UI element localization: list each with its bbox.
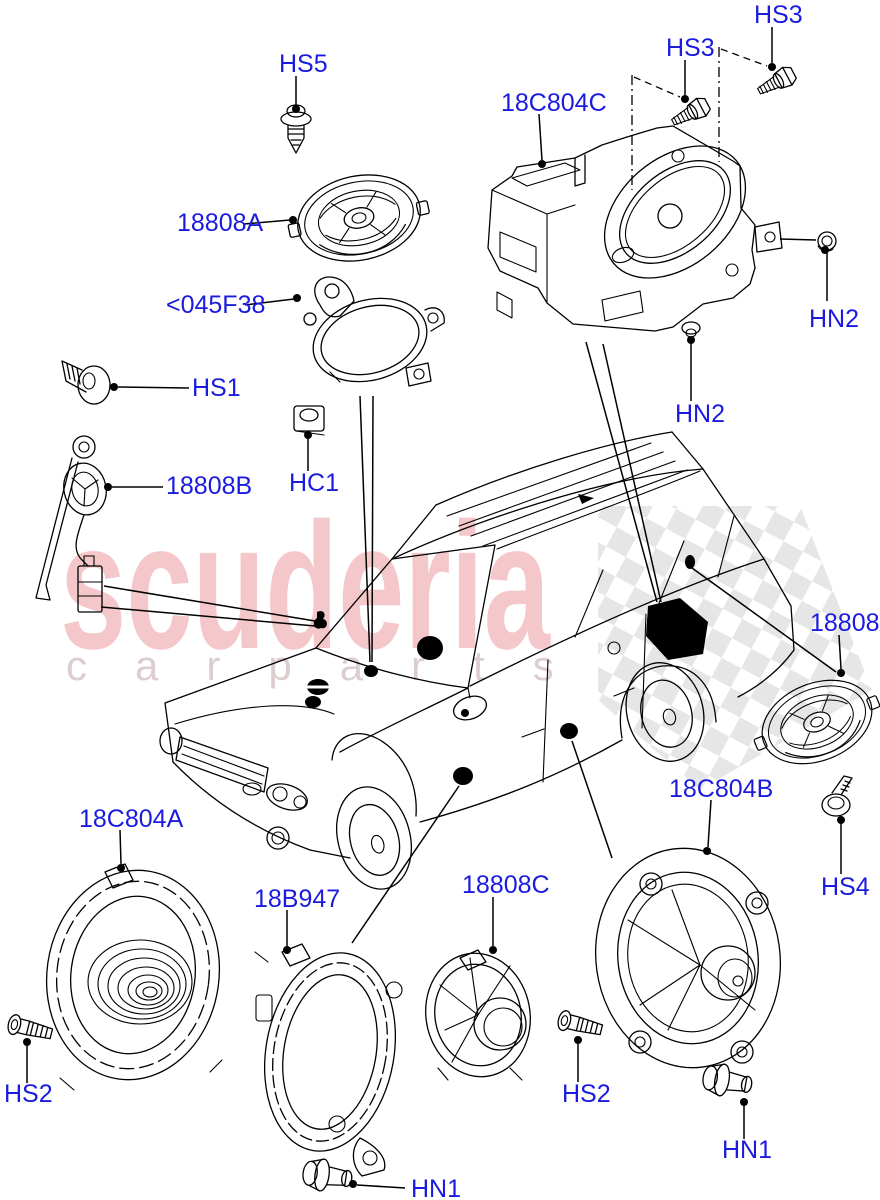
label-18c804a: 18C804A (79, 805, 184, 833)
speaker-location-apillar (313, 611, 327, 629)
part-hs3-bolt-right (753, 63, 799, 101)
part-18b947-ring (263, 943, 403, 1177)
label-hn1-left: HN1 (411, 1175, 461, 1200)
label-18808b: 18808B (166, 472, 252, 500)
leader-lines-long (100, 341, 837, 944)
speaker-location-dash-center (364, 665, 378, 677)
part-hs2-bolt-right (555, 1008, 605, 1041)
part-hs2-bolt-left (5, 1012, 55, 1045)
label-045f38: <045F38 (166, 291, 265, 319)
label-18c804b: 18C804B (669, 775, 773, 803)
part-18808c-speaker (425, 949, 531, 1081)
part-hc1-clip (293, 405, 325, 436)
part-hn2-stud (681, 321, 701, 338)
label-18808a-right: 18808A (810, 609, 880, 637)
part-hn1-pin-right (699, 1060, 755, 1102)
label-18b947: 18B947 (254, 885, 340, 913)
speaker-location-rear-quarter (646, 598, 708, 660)
part-18c804a-speaker (45, 863, 273, 1091)
vehicle-illustration (159, 431, 795, 890)
label-hs2-left: HS2 (4, 1080, 53, 1108)
part-hn1-pin-left (300, 1155, 355, 1196)
speaker-location-mirror (461, 709, 469, 717)
part-045f38-bracket (303, 276, 445, 387)
label-hc1: HC1 (289, 469, 339, 497)
speaker-location-roof (578, 494, 594, 504)
part-hs1-screw (61, 360, 111, 405)
label-hn2-lower: HN2 (675, 400, 725, 428)
watermark-brand-text: scuderia (60, 486, 551, 687)
label-hs3-right: HS3 (754, 1, 803, 29)
part-18c804b-speaker (594, 847, 782, 1069)
speaker-location-dash-right (417, 636, 443, 660)
label-hs3-left: HS3 (666, 34, 715, 62)
part-hs3-bolt-left (667, 94, 713, 132)
part-18c804c-enclosure (487, 125, 783, 332)
label-hn2-right: HN2 (809, 305, 859, 333)
label-hn1-right: HN1 (722, 1136, 772, 1164)
label-hs1: HS1 (192, 374, 241, 402)
label-18c804c: 18C804C (501, 89, 607, 117)
part-hs4-screw (821, 775, 853, 817)
speaker-location-rear-door (560, 723, 578, 739)
label-hs5: HS5 (279, 50, 328, 78)
label-18808c: 18808C (462, 871, 550, 899)
watermark-subtitle-text: carparts (66, 642, 602, 689)
speaker-location-dpillar (685, 555, 695, 569)
speaker-location-cowl-b (305, 696, 321, 708)
part-18808a-speaker-top (280, 161, 437, 275)
label-hs2-right: HS2 (562, 1080, 611, 1108)
label-18808a-top: 18808A (177, 209, 264, 237)
label-hs4: HS4 (821, 873, 870, 901)
watermark-checkered-band (598, 506, 872, 790)
speaker-location-front-door (453, 767, 473, 785)
part-labels: HS5 HS3 HS3 18C804C 18808A <045F38 HS1 H… (4, 1, 880, 1200)
